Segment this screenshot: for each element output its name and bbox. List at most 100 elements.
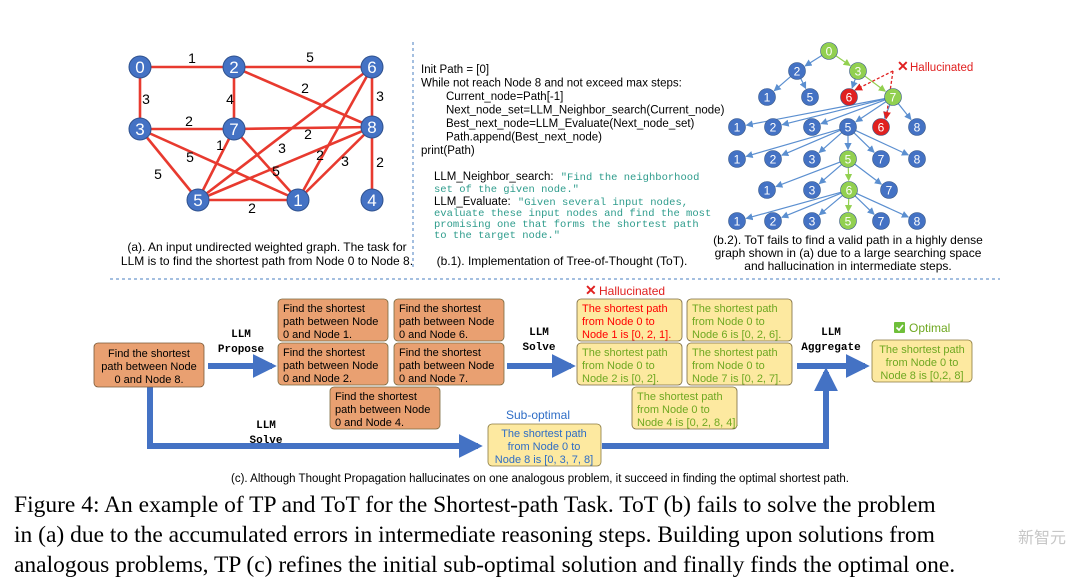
code-block: Init Path = [0]While not reach Node 8 an… <box>421 64 725 157</box>
suboptimal-solution-box: The shortest path from Node 0 to Node 8 … <box>487 423 602 467</box>
tree-node-6: 6 <box>872 118 890 136</box>
edge-weight-label: 2 <box>248 200 256 216</box>
box-text-line: path between Node <box>399 316 494 328</box>
panel-c-thought-propagation: Find the shortest path between Node 0 an… <box>93 282 973 485</box>
tree-node-label: 6 <box>846 91 853 105</box>
code-line: Current_node=Path[-1] <box>446 91 563 103</box>
tree-edge <box>745 191 841 221</box>
tree-node-label: 2 <box>770 121 777 135</box>
tree-node-2: 2 <box>764 212 782 230</box>
suboptimal-box-line3: Node 8 is [0, 3, 7, 8] <box>495 454 593 466</box>
tree-node-label: 3 <box>809 215 816 229</box>
check-mark <box>895 324 904 332</box>
input-box-line2: path between Node <box>101 361 196 373</box>
tree-edge <box>854 195 875 215</box>
tree-edge <box>781 129 841 157</box>
box-text-line: 0 and Node 4. <box>335 417 404 429</box>
tree-edge <box>864 75 886 92</box>
tree-node-1: 1 <box>728 212 746 230</box>
tree-node-8: 8 <box>908 212 926 230</box>
tree-node-6: 6 <box>840 88 858 106</box>
graph-node-label: 8 <box>367 118 376 137</box>
panel-b1-tot-code: Init Path = [0]While not reach Node 8 an… <box>421 64 725 268</box>
check-icon <box>894 322 905 333</box>
box-text-line: Node 1 is [0, 2, 1]. <box>582 329 671 341</box>
tree-node-label: 6 <box>846 184 853 198</box>
figure-caption: Figure 4: An example of TP and ToT for t… <box>14 490 1074 580</box>
tree-node-label: 2 <box>794 65 801 79</box>
watermark-logo: 新智元 <box>1017 528 1066 547</box>
graph-edge-7-5 <box>196 128 236 201</box>
graph-node-4: 4 <box>360 188 384 212</box>
graph-node-label: 4 <box>367 191 376 210</box>
tree-node-2: 2 <box>788 62 806 80</box>
tree-node-label: 3 <box>855 65 862 79</box>
box-text-line: Find the shortest <box>399 347 481 359</box>
box-text-line: from Node 0 to <box>582 316 655 328</box>
hallucination-arrow-1 <box>854 70 894 91</box>
box-text-line: path between Node <box>335 404 430 416</box>
tree-node-label: 1 <box>734 121 741 135</box>
tree-edge <box>799 78 807 90</box>
edge-weight-label: 3 <box>341 153 349 169</box>
tree-node-label: 2 <box>770 215 777 229</box>
edge-weight-label: 2 <box>301 80 309 96</box>
tree-node-label: 5 <box>845 153 852 167</box>
graph-node-label: 2 <box>229 58 238 77</box>
panel-b1-caption: (b.1). Implementation of Tree-of-Thought… <box>437 254 688 268</box>
evaluate-prompt-2: evaluate these input nodes and find the … <box>434 208 711 220</box>
tree-node-label: 6 <box>878 121 885 135</box>
box-text-line: from Node 0 to <box>637 404 710 416</box>
tree-node-label: 8 <box>914 215 921 229</box>
tree-node-label: 3 <box>809 184 816 198</box>
graph-node-2: 2 <box>222 55 246 79</box>
tree-node-7: 7 <box>880 181 898 199</box>
box-text-line: The shortest path <box>692 303 778 315</box>
box-text-line: path between Node <box>283 360 378 372</box>
graph-node-5: 5 <box>186 188 210 212</box>
box-text-line: The shortest path <box>582 347 668 359</box>
tree-edge <box>897 103 912 121</box>
edge-weight-label: 3 <box>142 91 150 107</box>
tree-node-0: 0 <box>820 42 838 60</box>
box-text-line: from Node 0 to <box>692 316 765 328</box>
hallucination-arrow-2 <box>883 70 894 120</box>
cross-mark-icon: ✕ <box>585 282 597 298</box>
box-text-line: 0 and Node 1. <box>283 329 352 341</box>
tree-node-1: 1 <box>728 118 746 136</box>
graph-node-8: 8 <box>360 115 384 139</box>
optimal-label: Optimal <box>909 321 950 335</box>
box-text-line: 0 and Node 7. <box>399 373 468 385</box>
evaluate-prompt-3: promising one that forms the shortest pa… <box>434 219 699 231</box>
box-text-line: Node 7 is [0, 2, 7]. <box>692 373 781 385</box>
graph-edge-3-5 <box>138 128 200 201</box>
box-text-line: The shortest path <box>637 391 723 403</box>
suboptimal-box-line1: The shortest path <box>501 428 587 440</box>
tree-node-label: 3 <box>809 153 816 167</box>
c-hallucinated-label: Hallucinated <box>599 284 665 298</box>
suboptimal-label: Sub-optimal <box>506 408 570 422</box>
evaluate-prompt: "Given several input nodes, <box>518 197 688 209</box>
tree-node-3: 3 <box>803 118 821 136</box>
tree-edge <box>745 128 840 159</box>
tree-edge <box>804 54 823 67</box>
tree-node-label: 8 <box>914 153 921 167</box>
optimal-box-line3: Node 8 is [0,2, 8] <box>880 370 963 382</box>
box-text-line: Node 2 is [0, 2]. <box>582 373 659 385</box>
tree-node-label: 1 <box>734 153 741 167</box>
box-text-line: path between Node <box>283 316 378 328</box>
graph-edge-2-8 <box>233 65 373 129</box>
graph-edge-6-1 <box>296 66 374 201</box>
tree-node-3: 3 <box>849 62 867 80</box>
edge-weight-label: 2 <box>185 113 193 129</box>
panel-b2-caption-line2: graph shown in (a) due to a large search… <box>715 246 982 260</box>
tree-node-label: 3 <box>809 121 816 135</box>
graph-edge-8-5 <box>197 125 373 202</box>
tree-node-7: 7 <box>884 88 902 106</box>
